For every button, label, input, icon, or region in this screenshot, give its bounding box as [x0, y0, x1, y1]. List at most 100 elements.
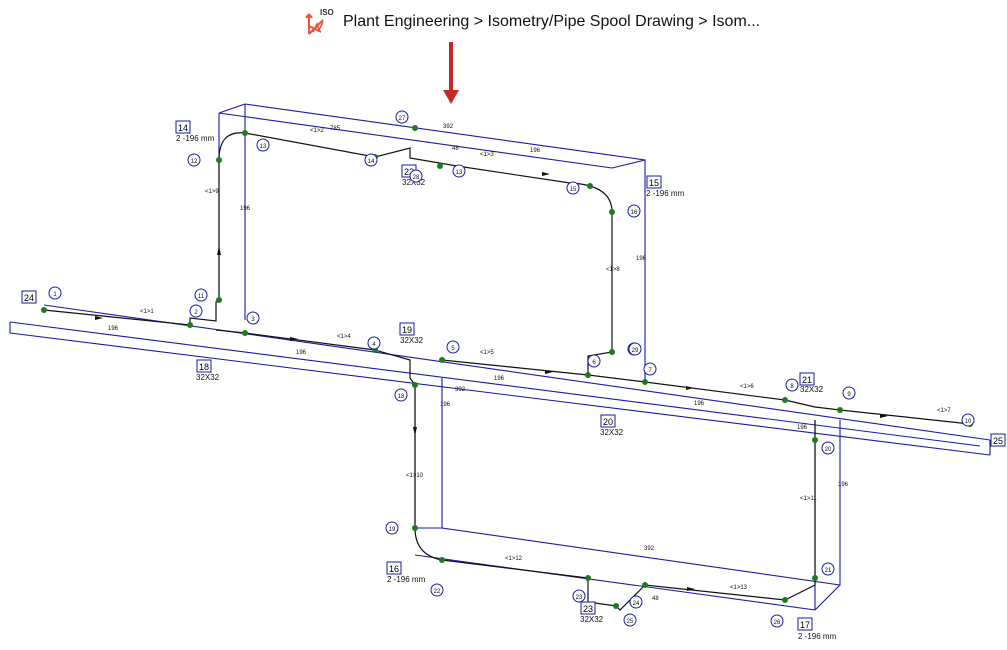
svg-text:15: 15	[649, 178, 659, 188]
box-label-23[interactable]: 23 32X32	[580, 601, 604, 624]
circle-label-23[interactable]: 23	[572, 589, 586, 603]
circle-label-13[interactable]: 13	[256, 138, 270, 152]
circle-label-8[interactable]: 8	[785, 378, 799, 392]
dimension-label: 196	[296, 350, 307, 356]
model-lines	[9, 103, 991, 611]
dimension-label: 392	[644, 546, 655, 552]
svg-text:25: 25	[993, 436, 1003, 446]
svg-text:9: 9	[847, 392, 851, 398]
segment-tag: <1>8	[606, 267, 620, 273]
box-label-20[interactable]: 20 32X32	[600, 414, 624, 437]
circle-label-9[interactable]: 9	[842, 386, 856, 400]
circle-label-22[interactable]: 22	[430, 583, 444, 597]
svg-text:2: 2	[194, 310, 198, 316]
segment-tag: <1>4	[337, 334, 351, 340]
circle-label-20[interactable]: 20	[821, 441, 835, 455]
circle-label-2[interactable]: 2	[189, 304, 203, 318]
box-label-19[interactable]: 19 32X32	[399, 322, 424, 345]
segment-tag: <1>3	[480, 152, 494, 158]
svg-text:17: 17	[800, 620, 810, 630]
svg-text:6: 6	[592, 360, 596, 366]
circle-label-11[interactable]: 11	[194, 288, 208, 302]
svg-text:14: 14	[368, 159, 375, 165]
svg-text:16: 16	[389, 564, 399, 574]
segment-tag: <1>9	[205, 189, 219, 195]
dimension-label: 392	[443, 124, 454, 130]
dimension-label: 785	[330, 126, 341, 132]
circle-label-6[interactable]: 6	[587, 354, 601, 368]
circle-label-10[interactable]: 10	[961, 413, 975, 427]
circle-label-29[interactable]: 29	[628, 342, 642, 356]
circle-label-28[interactable]: 28	[409, 169, 423, 183]
dimension-label: 196	[694, 401, 705, 407]
segment-tag: <1>6	[740, 384, 754, 390]
svg-text:13: 13	[260, 144, 267, 150]
dimension-label: 48	[652, 596, 659, 602]
svg-text:24: 24	[24, 293, 34, 303]
box-label-25[interactable]: 25	[990, 433, 1006, 447]
circle-label-13[interactable]: 13	[452, 164, 466, 178]
dimension-label: 196	[636, 256, 647, 262]
box-label-21[interactable]: 21 32X32	[799, 372, 824, 394]
dimension-label: 196	[240, 206, 251, 212]
segment-tag: <1>5	[480, 350, 494, 356]
box-label-16[interactable]: 16 2 -196 mm	[386, 561, 426, 584]
circle-label-26[interactable]: 26	[770, 614, 784, 628]
svg-text:16: 16	[631, 210, 638, 216]
svg-text:22: 22	[434, 589, 441, 595]
svg-text:21: 21	[802, 375, 812, 385]
svg-text:2 -196 mm: 2 -196 mm	[176, 134, 215, 143]
box-label-18[interactable]: 18 32X32	[196, 359, 220, 382]
circle-label-24[interactable]: 24	[629, 595, 643, 609]
segment-tags: <1>1<1>2<1>3<1>4<1>5<1>6<1>7<1>8<1>9<1>1…	[140, 128, 951, 591]
circle-label-16[interactable]: 16	[627, 204, 641, 218]
dimension-labels: 1961961961961961961961961961963923923924…	[108, 124, 849, 602]
circle-label-7[interactable]: 7	[643, 362, 657, 376]
box-label-14[interactable]: 14 2 -196 mm	[175, 120, 215, 143]
dimension-label: 196	[108, 326, 119, 332]
svg-text:29: 29	[632, 348, 639, 354]
dimension-label: 48	[452, 146, 459, 152]
circle-label-4[interactable]: 4	[367, 336, 381, 350]
box-labels: 14 2 -196 mm 15 2 -196 mm 16 2 -196 mm 1…	[21, 120, 1006, 641]
svg-text:11: 11	[198, 294, 205, 300]
svg-text:5: 5	[451, 346, 455, 352]
segment-tag: <1>12	[505, 556, 523, 562]
svg-text:23: 23	[583, 604, 593, 614]
circle-label-25[interactable]: 25	[623, 613, 637, 627]
dimension-label: 196	[797, 425, 808, 431]
box-label-15[interactable]: 15 2 -196 mm	[646, 175, 685, 198]
circle-label-12[interactable]: 12	[187, 153, 201, 167]
svg-text:1: 1	[53, 292, 57, 298]
circle-label-15[interactable]: 15	[566, 181, 580, 195]
svg-text:2 -196 mm: 2 -196 mm	[798, 632, 837, 641]
isometry-icon: ISO	[305, 8, 334, 35]
svg-text:32X32: 32X32	[580, 615, 604, 624]
circle-label-18[interactable]: 18	[394, 388, 408, 402]
svg-text:25: 25	[627, 619, 634, 625]
segment-tag: <1>13	[730, 585, 748, 591]
svg-text:7: 7	[648, 368, 652, 374]
svg-text:23: 23	[576, 595, 583, 601]
segment-tag: <1>11	[800, 496, 817, 502]
circle-label-21[interactable]: 21	[821, 562, 835, 576]
circle-label-1[interactable]: 1	[48, 286, 62, 300]
circle-label-5[interactable]: 5	[446, 340, 460, 354]
circle-label-3[interactable]: 3	[246, 311, 260, 325]
box-label-24[interactable]: 24	[21, 290, 37, 304]
svg-text:21: 21	[825, 568, 832, 574]
circle-label-14[interactable]: 14	[364, 153, 378, 167]
dimension-label: 196	[494, 376, 505, 382]
svg-text:10: 10	[965, 419, 972, 425]
svg-text:18: 18	[398, 394, 405, 400]
flow-arrows	[95, 172, 888, 591]
circle-label-27[interactable]: 27	[395, 110, 409, 124]
svg-text:32X32: 32X32	[402, 178, 426, 187]
circle-label-19[interactable]: 19	[385, 521, 399, 535]
box-label-17[interactable]: 17 2 -196 mm	[797, 617, 837, 641]
svg-text:27: 27	[399, 116, 406, 122]
svg-text:4: 4	[372, 342, 376, 348]
segment-tag: <1>2	[310, 128, 324, 134]
breadcrumb[interactable]: Plant Engineering > Isometry/Pipe Spool …	[343, 13, 761, 30]
